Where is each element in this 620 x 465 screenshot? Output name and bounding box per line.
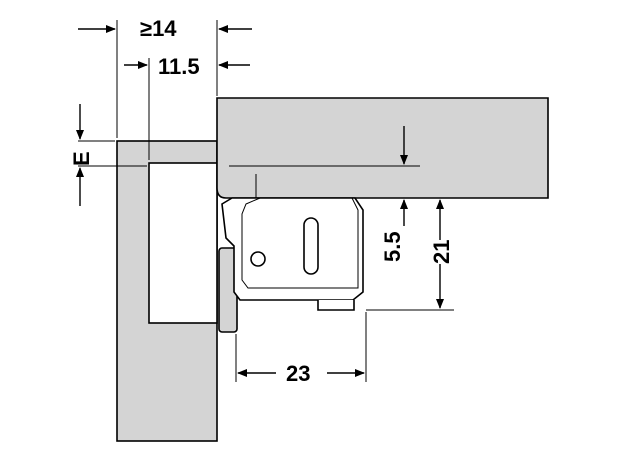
screw-hole: [250, 251, 266, 267]
top-panel: [216, 97, 549, 214]
dimension-min-gap-label: ≥14: [140, 16, 177, 41]
dimension-depth: 5.5: [380, 126, 408, 262]
hinge-foot: [317, 300, 355, 311]
bore-cutout: [148, 162, 218, 324]
dimension-min-gap: ≥14: [78, 16, 252, 41]
dimension-width: 23: [237, 361, 365, 386]
dimension-offset-label: 11.5: [158, 54, 200, 79]
adjustment-slot: [303, 217, 319, 275]
dimension-offset: 11.5: [124, 54, 250, 79]
hinge-housing: [221, 197, 364, 301]
dimension-height: 21: [429, 199, 454, 309]
extension-lines: [78, 20, 454, 382]
dimension-depth-label: 5.5: [380, 231, 405, 262]
side-panel: [116, 140, 218, 442]
dimension-height-label: 21: [429, 240, 454, 264]
dimension-width-label: 23: [286, 361, 310, 386]
dimension-edge-label: E: [69, 151, 94, 166]
dimension-edge: E: [69, 104, 94, 206]
hinge-body: [218, 197, 364, 333]
